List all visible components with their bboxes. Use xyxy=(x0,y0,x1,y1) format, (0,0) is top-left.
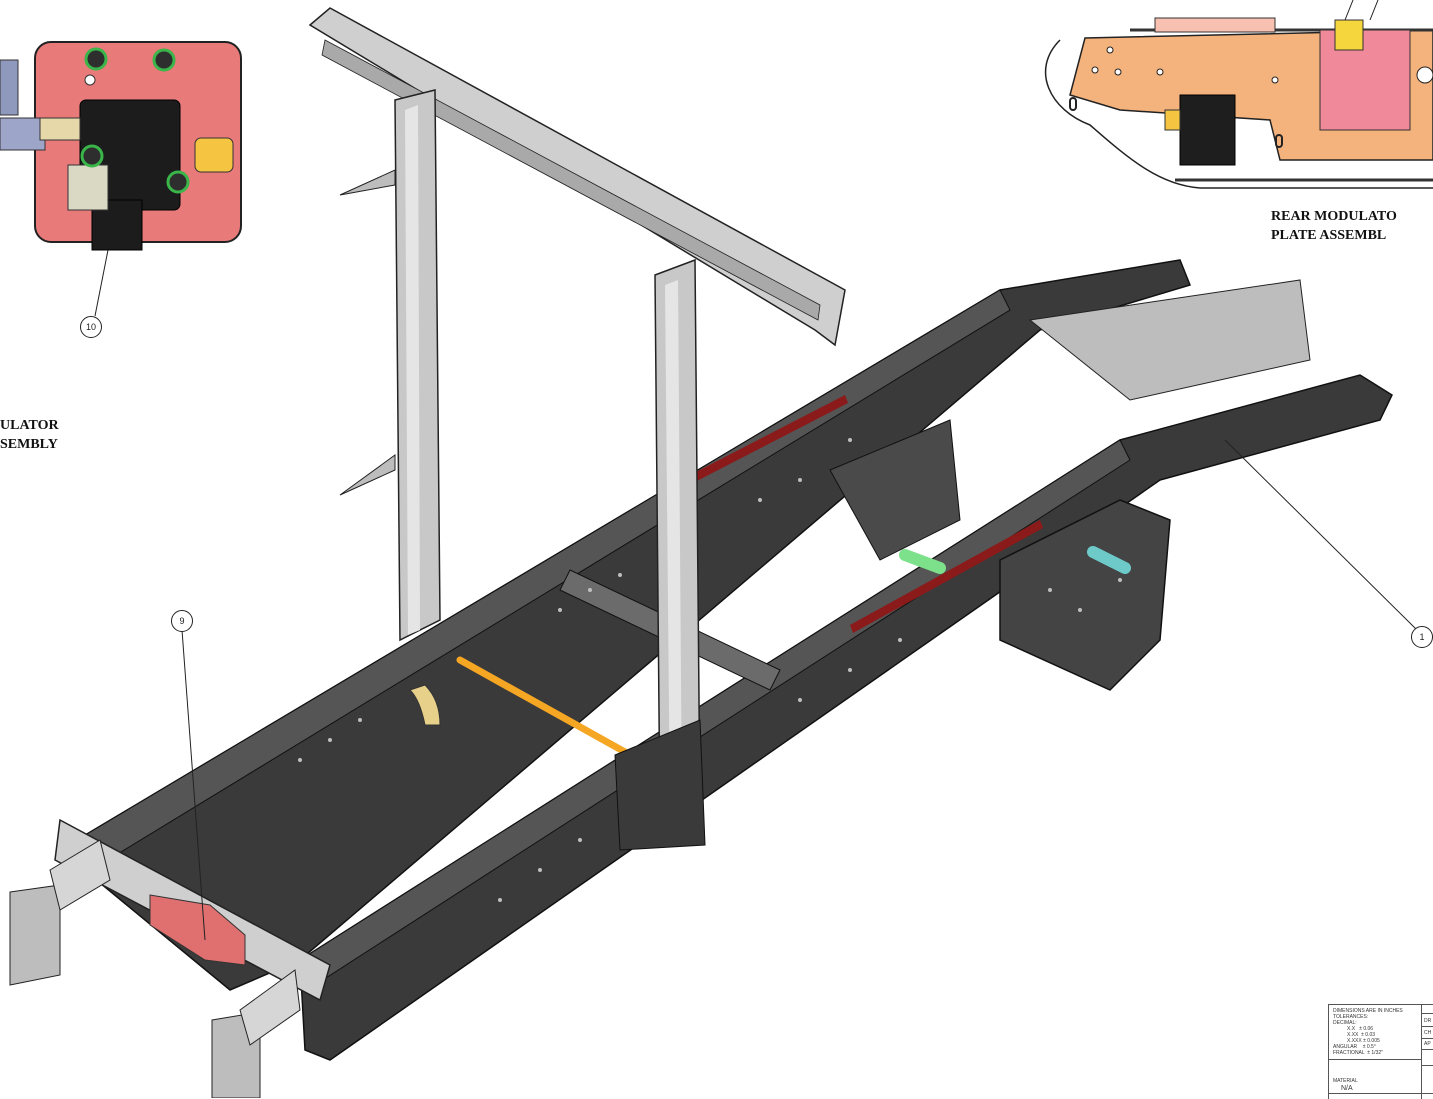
approved-row: AP xyxy=(1424,1041,1431,1047)
chassis-frame xyxy=(9,7,1418,1098)
front-assembly-label-line2: SEMBLY xyxy=(0,437,58,452)
title-block: DIMENSIONS ARE IN INCHES TOLERANCES: DEC… xyxy=(1328,1004,1433,1099)
dims-note: DIMENSIONS ARE IN INCHES xyxy=(1333,1008,1403,1014)
checked-row: CH xyxy=(1424,1030,1432,1036)
fractional-tolerance: FRACTIONAL ± 1/32" xyxy=(1333,1050,1383,1056)
item-balloon-10: 10 xyxy=(80,316,102,338)
front-assembly-label-line1: ULATOR xyxy=(0,418,59,433)
tolerance-xx: X.X ± 0.06 xyxy=(1347,1026,1374,1032)
item-balloon-9: 9 xyxy=(171,610,193,632)
tolerance-xxx: X.XX ± 0.03 xyxy=(1347,1032,1376,1038)
item-balloon-1: 1 xyxy=(1411,626,1433,648)
front-modulator-detail xyxy=(0,41,242,317)
material-value: N/A xyxy=(1341,1085,1353,1092)
material-label: MATERIAL xyxy=(1333,1078,1358,1084)
decimal-label: DECIMAL: xyxy=(1333,1020,1357,1026)
rear-assembly-label-line2: PLATE ASSEMBL xyxy=(1271,228,1387,243)
tolerances-label: TOLERANCES: xyxy=(1333,1014,1369,1020)
tolerance-xxxx: X.XXX ± 0.005 xyxy=(1347,1038,1380,1044)
angular-tolerance: ANGULAR ± 0.5° xyxy=(1333,1044,1376,1050)
rear-assembly-label-line1: REAR MODULATO xyxy=(1271,209,1397,224)
rear-modulator-detail xyxy=(1044,0,1433,189)
drawn-row: DR xyxy=(1424,1018,1432,1024)
